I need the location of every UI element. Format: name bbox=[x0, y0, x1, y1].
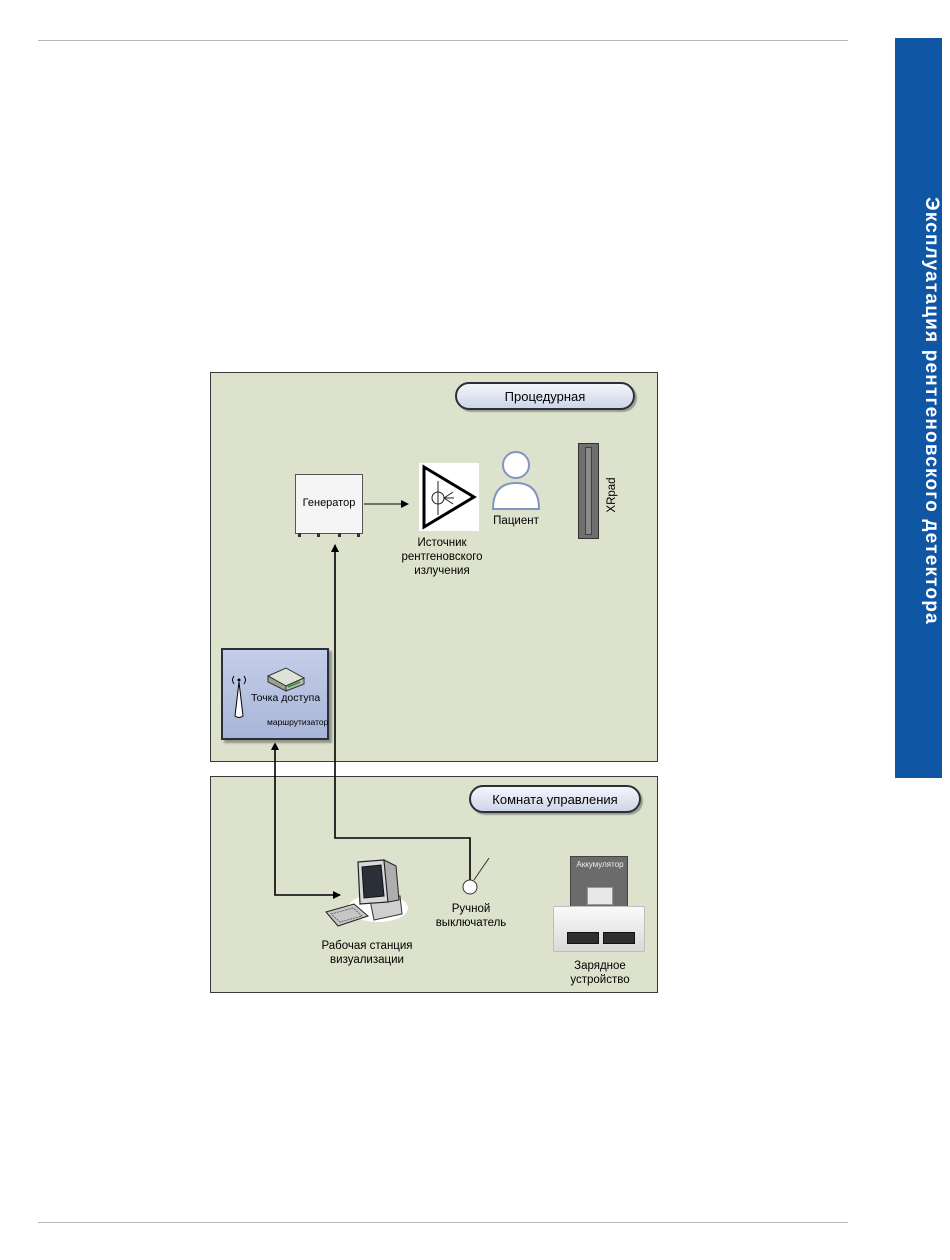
xray-source-label: Источник рентгеновского излучения bbox=[382, 536, 502, 578]
charger-slot bbox=[603, 932, 635, 944]
battery: Аккумулятор bbox=[570, 856, 628, 908]
charger-slot bbox=[567, 932, 599, 944]
header-rule bbox=[38, 40, 848, 41]
footer-rule bbox=[38, 1222, 848, 1223]
hand-switch-label: Ручной выключатель bbox=[425, 902, 517, 930]
generator: Генератор bbox=[295, 474, 363, 534]
procedure-room-label: Процедурная bbox=[455, 382, 635, 410]
control-room-label: Комната управления bbox=[469, 785, 641, 813]
computer-icon bbox=[320, 856, 412, 932]
antenna-icon bbox=[230, 670, 248, 720]
xrpad-detector bbox=[578, 443, 599, 539]
charger-label: Зарядное устройство bbox=[554, 959, 646, 987]
battery-label: Аккумулятор bbox=[573, 860, 627, 869]
router-label: Точка доступа bbox=[251, 692, 320, 704]
router-icon bbox=[266, 666, 306, 692]
patient-label: Пациент bbox=[482, 514, 550, 528]
generator-label: Генератор bbox=[296, 497, 362, 509]
router-sublabel: маршрутизатор bbox=[267, 717, 328, 727]
xray-source-icon bbox=[419, 463, 479, 531]
charger bbox=[553, 906, 645, 952]
section-tab-title: Эксплуатация рентгеновского детектора bbox=[895, 38, 942, 778]
battery-sticker bbox=[587, 887, 613, 905]
section-tab: Эксплуатация рентгеновского детектора bbox=[895, 38, 942, 778]
xrpad-label: XRpad bbox=[605, 475, 619, 515]
person-icon bbox=[490, 449, 542, 511]
workstation-label: Рабочая станция визуализации bbox=[305, 939, 429, 967]
xrpad-panel bbox=[585, 447, 592, 535]
access-point-router: Точка доступа маршрутизатор bbox=[221, 648, 329, 740]
